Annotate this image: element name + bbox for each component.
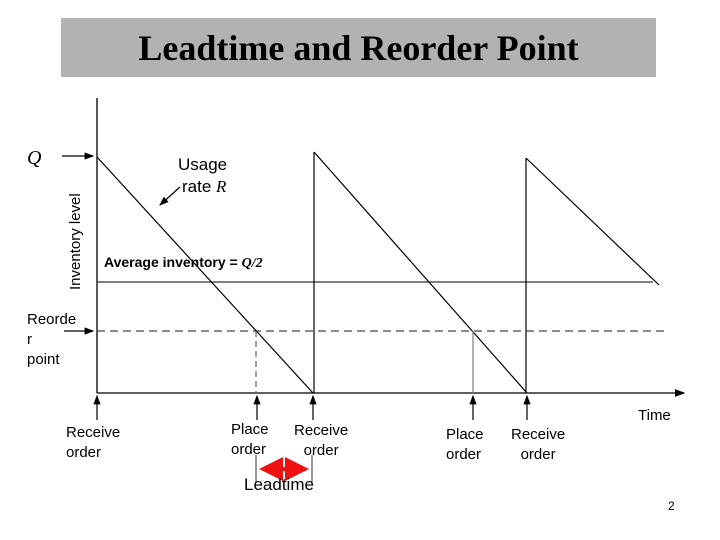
title-bar: Leadtime and Reorder Point — [61, 18, 656, 77]
slide-title: Leadtime and Reorder Point — [138, 27, 579, 68]
place-order-label-1: Place order — [231, 421, 269, 458]
page-number: 2 — [668, 499, 675, 513]
receive-order-label-3: Receive order — [511, 426, 566, 463]
usage-rate-arrow — [159, 186, 181, 206]
inventory-sawtooth — [96, 151, 660, 394]
average-inventory-label: Average inventory = Q/2 — [104, 254, 263, 271]
receive-order-label-2: Receive order — [294, 422, 349, 459]
usage-rate-symbol: R — [216, 177, 227, 196]
reorder-point-label: Reorde r point — [27, 311, 77, 368]
x-axis-label: Time — [638, 407, 671, 424]
place-order-label-2: Place order — [446, 426, 484, 463]
leadtime-label: Leadtime — [244, 475, 314, 494]
usage-rate-label-line2: rate R — [182, 177, 227, 196]
usage-rate-label-line1: Usage — [178, 155, 228, 174]
y-axis-label: Inventory level — [67, 193, 84, 290]
receive-order-label-1: Receive order — [66, 424, 121, 461]
q-label: Q — [27, 147, 42, 169]
